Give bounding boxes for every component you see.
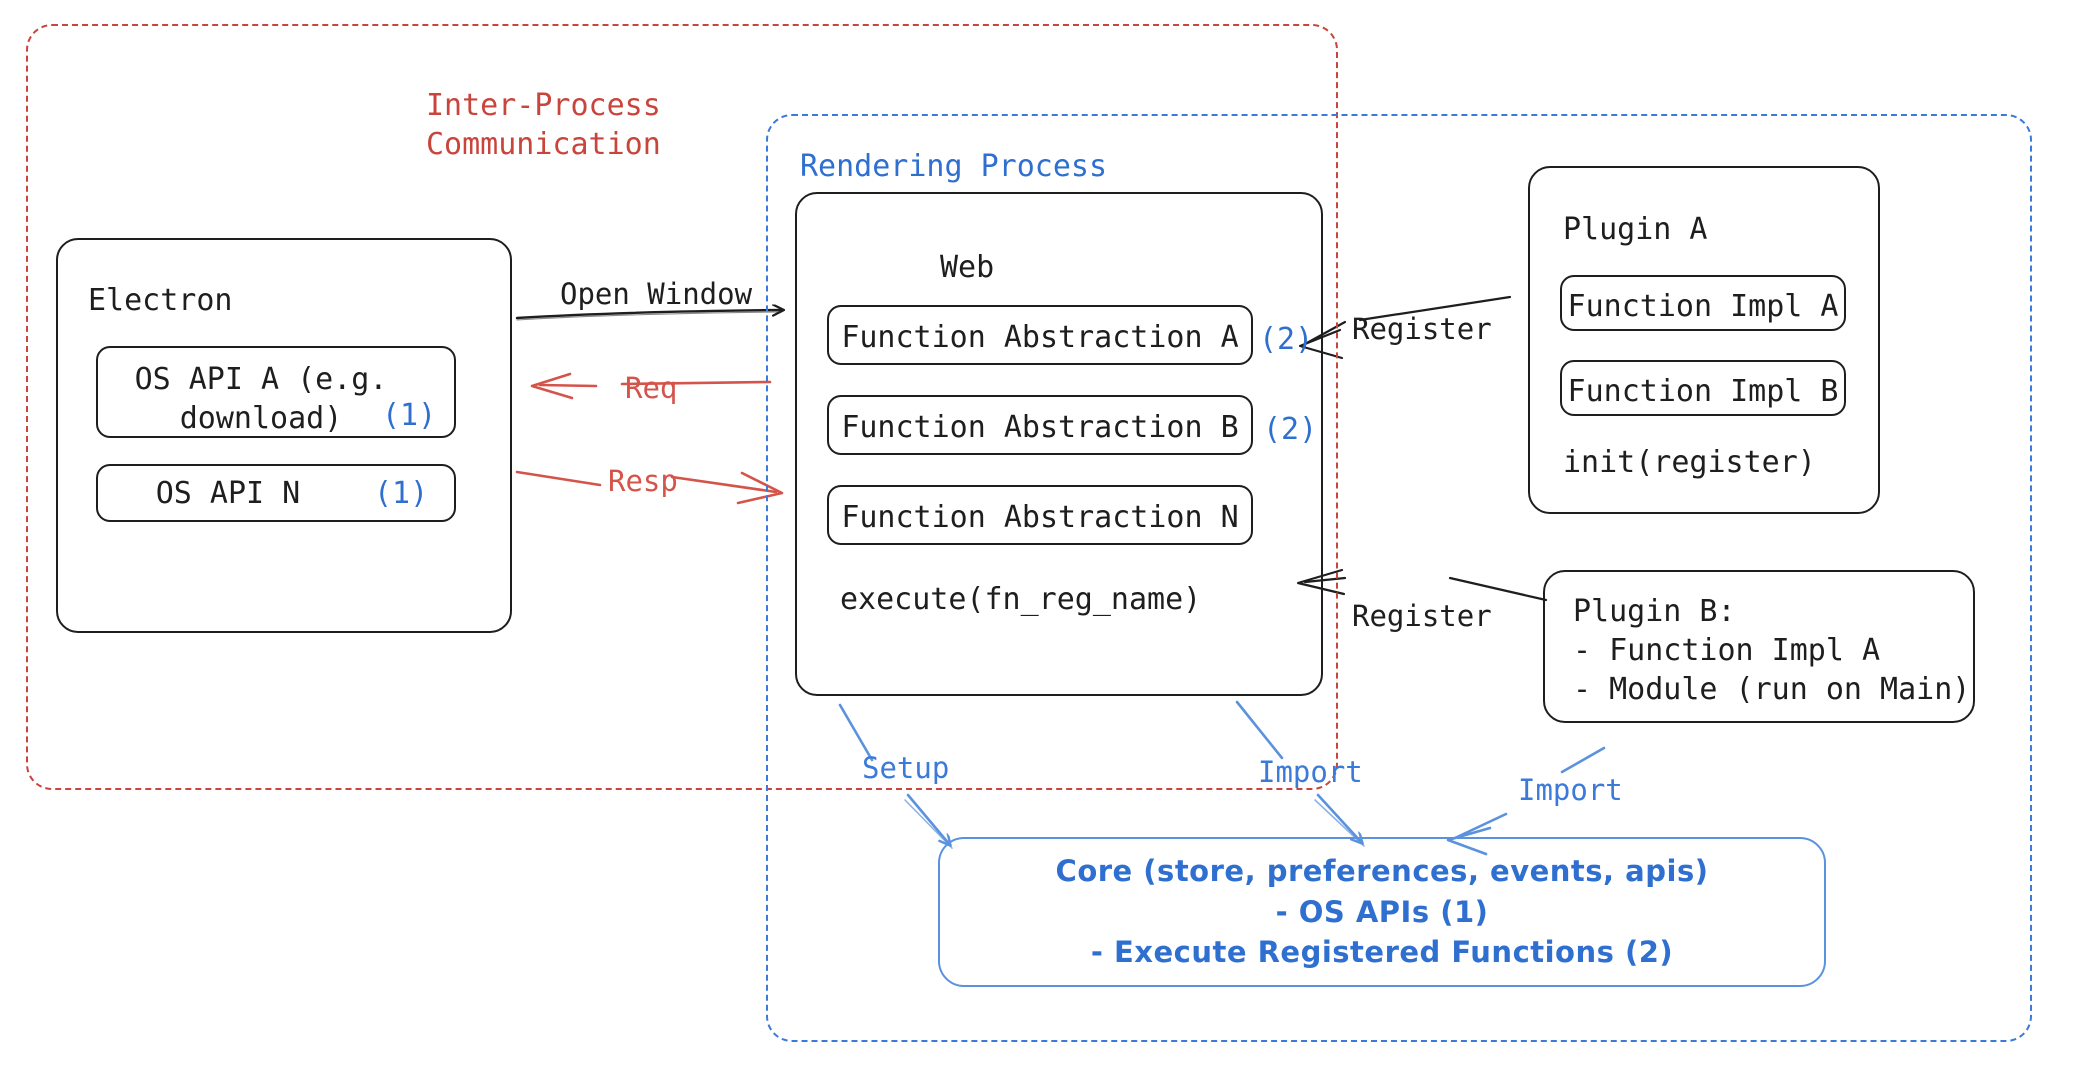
- function-abstraction-a-box[interactable]: [827, 305, 1253, 365]
- arrow-label-setup: Setup: [862, 751, 950, 785]
- function-abstraction-n-box[interactable]: [827, 485, 1253, 545]
- plugin-a-impl-b-label: Function Impl B: [1567, 374, 1839, 409]
- plugin-a-title: Plugin A: [1563, 212, 1708, 247]
- function-abstraction-a-label: Function Abstraction A: [841, 320, 1239, 355]
- plugin-a-box[interactable]: [1528, 166, 1880, 514]
- core-box[interactable]: Core (store, preferences, events, apis) …: [938, 837, 1826, 987]
- ipc-frame: [26, 24, 1338, 790]
- function-abstraction-b-box[interactable]: [827, 395, 1253, 455]
- plugin-a-impl-b-box[interactable]: [1560, 360, 1846, 416]
- plugin-a-init-label: init(register): [1563, 445, 1816, 480]
- function-abstraction-n-label: Function Abstraction N: [841, 500, 1239, 535]
- arrow-label-open-window: Open Window: [560, 277, 753, 311]
- os-api-n-badge: (1): [374, 476, 429, 511]
- core-line-1: Core (store, preferences, events, apis): [1055, 854, 1709, 889]
- ipc-frame-title: Inter-Process Communication: [426, 88, 661, 162]
- os-api-a-box[interactable]: [96, 346, 456, 438]
- core-text-wrap: Core (store, preferences, events, apis) …: [1056, 851, 1709, 973]
- arrow-label-import-plugin-b: Import: [1518, 773, 1623, 807]
- rendering-process-frame: [766, 114, 2032, 1042]
- os-api-a-badge: (1): [382, 398, 437, 433]
- function-abstraction-a-badge: (2): [1259, 322, 1314, 357]
- arrow-label-register-plugin-a: Register: [1352, 312, 1492, 346]
- os-api-a-label: OS API A (e.g. download): [134, 362, 388, 436]
- plugin-b-text: Plugin B: - Function Impl A - Module (ru…: [1573, 594, 1971, 707]
- arrow-label-req: Req: [625, 371, 678, 405]
- function-abstraction-b-badge: (2): [1263, 412, 1318, 447]
- os-api-n-label: OS API N: [155, 476, 301, 511]
- electron-title: Electron: [88, 283, 233, 318]
- arrow-label-resp: Resp: [608, 464, 678, 498]
- plugin-b-box[interactable]: [1543, 570, 1975, 723]
- core-line-2: - OS APIs (1): [1275, 894, 1489, 929]
- arrow-label-import-web: Import: [1258, 755, 1363, 789]
- electron-box[interactable]: [56, 238, 512, 633]
- plugin-a-impl-a-box[interactable]: [1560, 275, 1846, 331]
- web-title: Web: [940, 250, 995, 285]
- web-execute-label: execute(fn_reg_name): [840, 582, 1202, 617]
- os-api-n-box[interactable]: [96, 464, 456, 522]
- rendering-process-title: Rendering Process: [800, 149, 1108, 184]
- function-abstraction-b-label: Function Abstraction B: [841, 410, 1239, 445]
- web-box[interactable]: [795, 192, 1323, 696]
- arrow-label-register-plugin-b: Register: [1352, 599, 1492, 633]
- core-line-3: - Execute Registered Functions (2): [1090, 935, 1674, 970]
- plugin-a-impl-a-label: Function Impl A: [1567, 289, 1839, 324]
